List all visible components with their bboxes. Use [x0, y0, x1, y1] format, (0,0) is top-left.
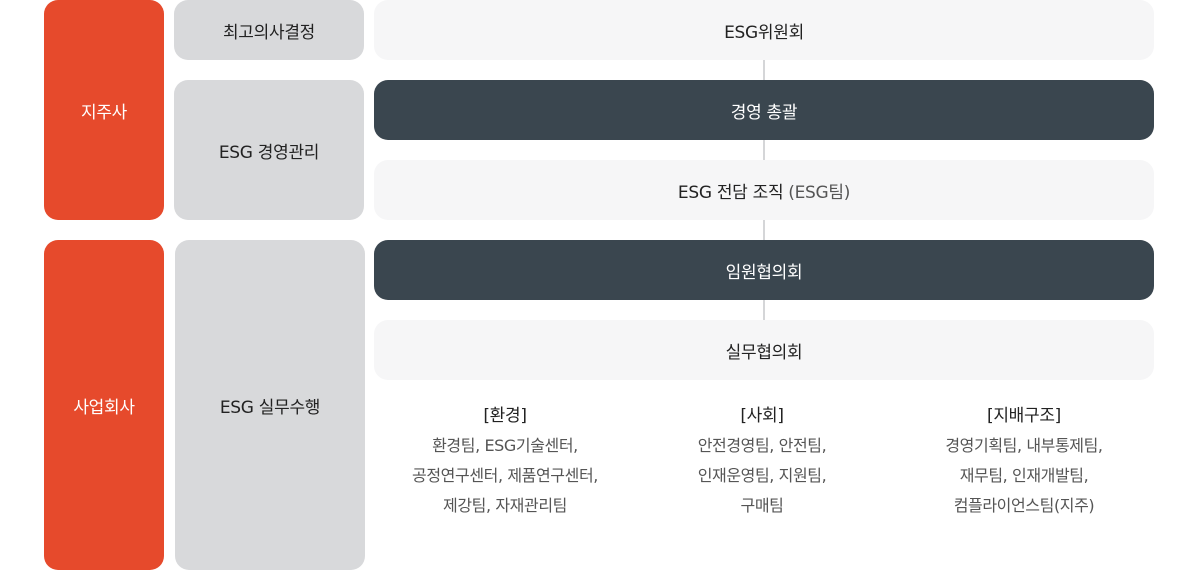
node-executive-council: 임원협의회	[374, 240, 1154, 300]
role-execution: ESG 실무수행	[175, 240, 365, 570]
org-holding-label: 지주사	[80, 102, 128, 123]
team-line: 공정연구센터, 제품연구센터,	[412, 466, 598, 485]
node-executive-council-label: 임원협의회	[725, 262, 803, 283]
role-management-label: ESG 경영관리	[218, 142, 320, 163]
team-line: 안전경영팀, 안전팀,	[697, 436, 827, 455]
node-general-management: 경영 총괄	[374, 80, 1154, 140]
node-esg-committee-label: ESG위원회	[724, 22, 804, 43]
team-line: 환경팀, ESG기술센터,	[432, 436, 578, 455]
org-subsidiary: 사업회사	[44, 240, 164, 570]
node-esg-dedicated-org-sub: (ESG팀)	[788, 182, 851, 203]
team-line: 컴플라이언스팀(지주)	[953, 496, 1095, 515]
node-esg-committee: ESG위원회	[374, 0, 1154, 60]
team-line: 경영기획팀, 내부통제팀,	[945, 436, 1103, 455]
node-esg-dedicated-org-label: ESG 전담 조직	[677, 182, 784, 203]
role-decision: 최고의사결정	[174, 0, 364, 60]
team-heading: [지배구조]	[986, 406, 1062, 426]
node-general-management-label: 경영 총괄	[730, 102, 798, 123]
team-line: 구매팀	[740, 496, 784, 515]
org-holding-company: 지주사	[44, 0, 164, 220]
team-group-environment: [환경] 환경팀, ESG기술센터, 공정연구센터, 제품연구센터, 제강팀, …	[370, 401, 640, 521]
role-execution-label: ESG 실무수행	[219, 397, 321, 418]
team-heading: [환경]	[483, 406, 527, 426]
team-line: 인재운영팀, 지원팀,	[697, 466, 827, 485]
connector-line	[763, 300, 765, 320]
team-line: 재무팀, 인재개발팀,	[959, 466, 1089, 485]
connector-line	[763, 140, 765, 160]
role-management: ESG 경영관리	[174, 80, 364, 220]
role-decision-label: 최고의사결정	[222, 22, 316, 43]
connector-line	[763, 60, 765, 80]
node-esg-dedicated-org: ESG 전담 조직 (ESG팀)	[374, 160, 1154, 220]
org-subsidiary-label: 사업회사	[73, 397, 135, 418]
node-working-council-label: 실무협의회	[725, 342, 803, 363]
team-heading: [사회]	[740, 406, 784, 426]
node-working-council: 실무협의회	[374, 320, 1154, 380]
connector-line	[763, 220, 765, 240]
team-line: 제강팀, 자재관리팀	[443, 496, 567, 515]
team-group-governance: [지배구조] 경영기획팀, 내부통제팀, 재무팀, 인재개발팀, 컴플라이언스팀…	[889, 401, 1159, 521]
team-group-social: [사회] 안전경영팀, 안전팀, 인재운영팀, 지원팀, 구매팀	[627, 401, 897, 521]
